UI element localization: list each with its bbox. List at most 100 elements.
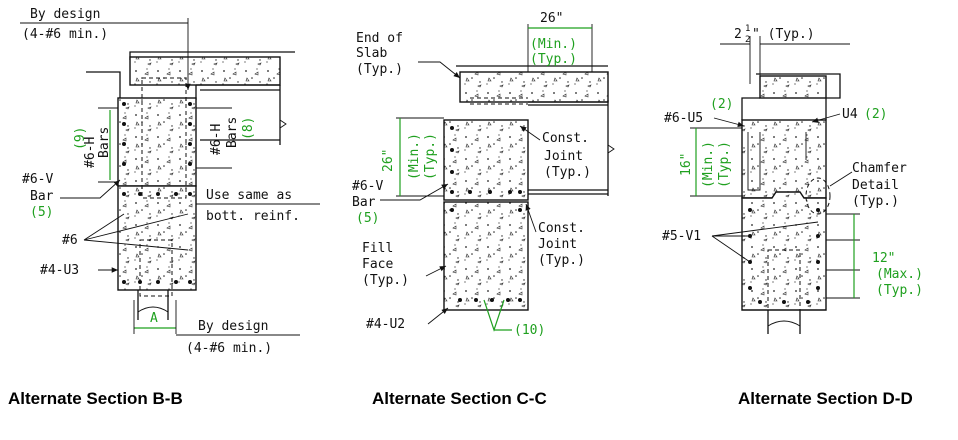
break-line-cc [607, 144, 615, 154]
min-top: (4-#6 min.) [22, 27, 108, 42]
rebar-dots-bb [122, 102, 192, 284]
detail-label: Detail [852, 178, 899, 193]
h-bars-left: #6-H [83, 137, 98, 168]
v-bar-cc: #6-V [352, 179, 383, 194]
const-2: Const. [538, 221, 585, 236]
dim-typ-dd: (Typ.) [717, 141, 732, 188]
rebar-dots-cc [450, 126, 522, 302]
pile-break-dd [767, 320, 801, 327]
caption-dd: Alternate Section D-D [738, 389, 913, 408]
slab-edge [195, 84, 280, 100]
dim-2half-ext [749, 36, 761, 84]
typ-1: (Typ.) [544, 165, 591, 180]
slab-cc [459, 71, 609, 103]
girder-dashed [141, 77, 187, 199]
typ-2: (Typ.) [538, 253, 585, 268]
pile-dashed [139, 239, 173, 297]
typ-slab: (Typ.) [356, 62, 403, 77]
dim-26-side: 26" [381, 149, 396, 172]
v-bar-leader-cc [380, 183, 449, 201]
girder-cc [528, 100, 609, 196]
cap-upper-cc [443, 119, 529, 201]
h-bars-right-ext [196, 107, 232, 169]
rebar-dots-dd [748, 208, 820, 304]
slab-dd [759, 75, 827, 99]
caption-bb: Alternate Section B-B [8, 389, 183, 408]
cap-dd-top [741, 97, 827, 120]
by-design-top: By design [30, 7, 100, 22]
dim-26-top-ext [527, 24, 593, 72]
slab-label: Slab [356, 46, 387, 61]
use-same: Use same as [206, 188, 292, 203]
break-line [279, 119, 287, 129]
qty10-leader [483, 299, 512, 332]
const-1: Const. [542, 131, 589, 146]
v1-label: #5-V1 [662, 229, 701, 244]
h-bars-right-qty: (8) [241, 117, 256, 140]
h-bars-right-word: Bars [225, 117, 240, 148]
bar6-label: #6 [62, 233, 78, 248]
dim-min: (Min.) [530, 37, 577, 52]
pile-break [137, 306, 169, 313]
u5-bar [747, 132, 761, 191]
dim-typ-max: (Typ.) [876, 283, 923, 298]
cap-lower-bb [117, 185, 197, 291]
v-bar-leader [60, 179, 121, 199]
dim-max: (Max.) [876, 267, 923, 282]
joint-1: Joint [544, 149, 583, 164]
bott-reinf: bott. reinf. [206, 209, 300, 224]
section-b-b: By design (4-#6 min.) #6-H Bars (9) #6-H… [8, 7, 320, 408]
u5-qty: (2) [710, 97, 733, 112]
dim-a-ext [133, 300, 177, 334]
v1-leaders [711, 221, 819, 263]
girder-dashed-cc [470, 97, 528, 105]
v-bar-label: #6-V [22, 172, 53, 187]
beam-edge-line [86, 71, 121, 98]
section-c-c: 26" (Min.) (Typ.) End of Slab (Typ.) 26"… [352, 11, 615, 408]
typ-fill: (Typ.) [362, 273, 409, 288]
girder-flange [200, 85, 281, 145]
cap-lower-cc [443, 201, 529, 311]
min-bottom: (4-#6 min.) [186, 341, 272, 356]
u4-qty: (2) [864, 107, 887, 122]
dim-16: 16" [679, 153, 694, 176]
frac-num: 1 [745, 24, 750, 34]
dim-typ-side: (Typ.) [423, 133, 438, 180]
chamfer-circle [805, 177, 831, 215]
qty10-label: (10) [514, 323, 545, 338]
bar6-leaders [83, 213, 189, 251]
frac-den: 2 [745, 35, 750, 45]
fill-label: Fill [362, 241, 393, 256]
u5-label: #6-U5 [664, 111, 703, 126]
pile-dd [767, 310, 801, 334]
const-joint-2-leader [525, 203, 537, 233]
slab-bb [129, 56, 281, 86]
dim-a: A [150, 311, 158, 326]
pile-bb [137, 290, 169, 320]
v-bar-word-cc: Bar [352, 195, 376, 210]
by-design-bottom: By design [198, 319, 268, 334]
u4-leader [811, 113, 841, 123]
h-bars-right: #6-H [209, 124, 224, 155]
end-of-slab-leader [418, 61, 461, 79]
joint-2: Joint [538, 237, 577, 252]
cap-lower-dd [741, 191, 827, 311]
u4-label: U4 [842, 107, 858, 122]
fill-face-leader [425, 265, 447, 277]
by-design-top-leader [20, 18, 188, 90]
face-label: Face [362, 257, 393, 272]
u2-label: #4-U2 [366, 317, 405, 332]
dim-typ: (Typ.) [530, 52, 577, 67]
v-bar-word: Bar [30, 189, 54, 204]
slab-dd-edge [756, 73, 841, 99]
dim-min-side: (Min.) [407, 133, 422, 180]
v-bar-qty-cc: (5) [356, 211, 379, 226]
dim-26-top: 26" [540, 11, 563, 26]
v-bar-qty: (5) [30, 205, 53, 220]
u5-leader [713, 117, 745, 127]
u2-leader [427, 307, 449, 325]
cap-upper-bb [117, 97, 197, 187]
caption-cc: Alternate Section C-C [372, 389, 547, 408]
chamfer-leader [829, 171, 853, 187]
